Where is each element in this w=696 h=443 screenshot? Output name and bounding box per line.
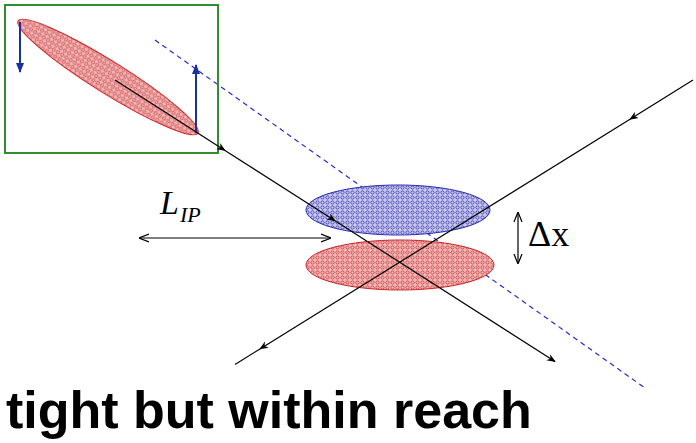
inset-frame: [5, 5, 218, 153]
beam-line: [235, 80, 693, 365]
dashed-axis: [155, 40, 645, 388]
offset-label: Δx: [528, 216, 569, 252]
offset-arrow: [517, 213, 518, 263]
beam-line: [115, 80, 555, 362]
tilted-bunch: [10, 7, 207, 146]
distance-subscript: IP: [180, 204, 201, 226]
slide-caption: tight but within reach: [6, 384, 532, 436]
distance-symbol: L: [160, 186, 179, 220]
distance-arrow: [140, 237, 330, 238]
red-bunch: [306, 240, 494, 290]
kick-arrow: [195, 65, 197, 133]
kick-arrow: [19, 22, 21, 72]
blue-bunch: [306, 185, 490, 235]
